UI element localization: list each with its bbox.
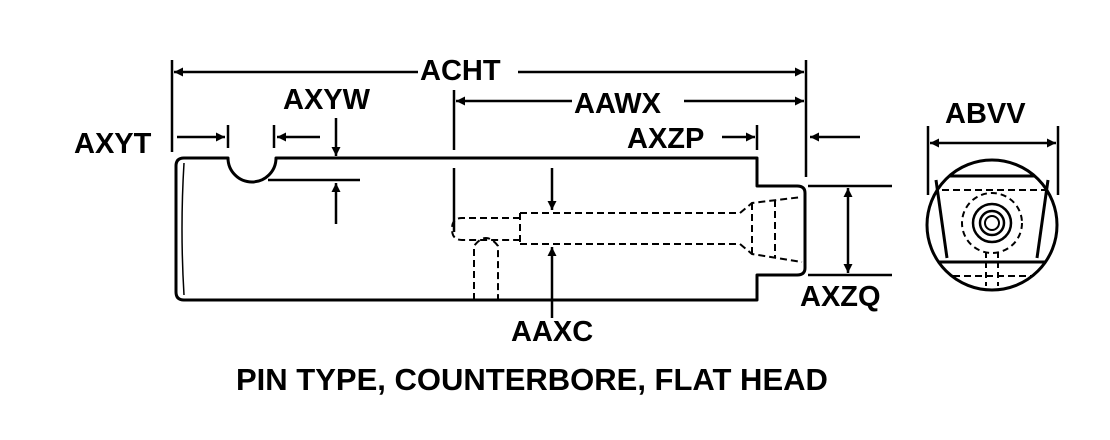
end-view bbox=[925, 158, 1059, 292]
aaxc-label: AAXC bbox=[511, 316, 594, 348]
hidden-bore bbox=[450, 196, 803, 300]
axyw-label: AXYW bbox=[283, 84, 370, 116]
drawing-caption: PIN TYPE, COUNTERBORE, FLAT HEAD bbox=[236, 362, 828, 397]
aawx-label: AAWX bbox=[574, 88, 661, 120]
dimension-lines bbox=[170, 60, 1060, 318]
axyt-label: AXYT bbox=[74, 128, 152, 160]
axzq-label: AXZQ bbox=[800, 281, 881, 313]
axzp-label: AXZP bbox=[627, 123, 705, 155]
pin-body bbox=[174, 156, 807, 302]
acht-label: ACHT bbox=[420, 55, 501, 87]
abvv-label: ABVV bbox=[945, 98, 1026, 130]
